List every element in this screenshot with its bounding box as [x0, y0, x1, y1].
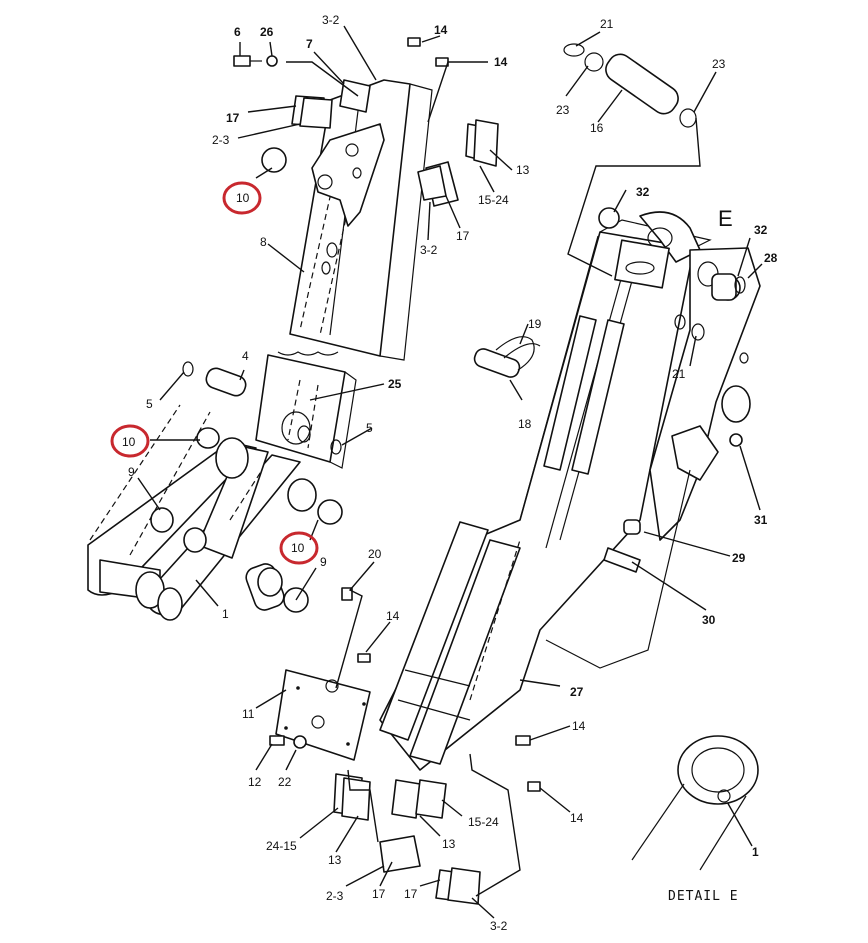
label-29: 29: [732, 551, 746, 565]
label-14-c: 14: [386, 609, 400, 623]
shim-plates: [291, 79, 499, 905]
label-17-c: 17: [372, 887, 386, 901]
part-labels: 6 26 7 3-2 14 14 17 2-3 10 13 15-24 17 3…: [122, 13, 778, 933]
label-9-b: 9: [320, 555, 327, 569]
label-28: 28: [764, 251, 778, 265]
label-3-2-c: 3-2: [490, 919, 508, 933]
label-15-24-a: 15-24: [478, 193, 509, 207]
detail-e-caption: DETAIL E: [668, 889, 739, 904]
label-16: 16: [590, 121, 604, 135]
label-7: 7: [306, 37, 313, 51]
label-17-a: 17: [226, 111, 240, 125]
label-20: 20: [368, 547, 382, 561]
lower-fork-assembly: [87, 147, 343, 621]
label-14-d: 14: [572, 719, 586, 733]
label-26: 26: [260, 25, 274, 39]
label-17-b: 17: [456, 229, 470, 243]
label-6: 6: [234, 25, 241, 39]
label-12: 12: [248, 775, 262, 789]
label-13-a: 13: [516, 163, 530, 177]
label-30: 30: [702, 613, 716, 627]
pin-18-clip-19: [473, 336, 541, 378]
highlight-circle-10-b: [110, 424, 150, 458]
label-14-e: 14: [570, 811, 584, 825]
label-21-b: 21: [672, 367, 686, 381]
lower-arm-part-25: [255, 351, 357, 469]
label-24-15: 24-15: [266, 839, 297, 853]
label-10-c: 10: [291, 541, 305, 555]
label-E: E: [718, 206, 733, 231]
label-13-c: 13: [328, 853, 342, 867]
highlight-circle-10-c: [279, 531, 319, 565]
label-17-d: 17: [404, 887, 418, 901]
detail-e-inset: [631, 735, 759, 871]
label-23-b: 23: [556, 103, 570, 117]
leader-lines: [137, 25, 763, 919]
label-1-b: 1: [752, 845, 759, 859]
label-19: 19: [528, 317, 542, 331]
label-8: 8: [260, 235, 267, 249]
label-9-a: 9: [128, 465, 135, 479]
label-2-3-b: 2-3: [326, 889, 344, 903]
label-10-a: 10: [236, 191, 250, 205]
label-3-2-b: 3-2: [420, 243, 438, 257]
pin-assembly-16: [563, 43, 697, 128]
label-27: 27: [570, 685, 584, 699]
label-32-a: 32: [636, 185, 650, 199]
label-3-2-top: 3-2: [322, 13, 340, 27]
cover-plate-11: [275, 669, 371, 761]
highlight-circles: [110, 181, 319, 565]
label-2-3-a: 2-3: [212, 133, 230, 147]
label-25: 25: [388, 377, 402, 391]
label-15-24-b: 15-24: [468, 815, 499, 829]
label-31: 31: [754, 513, 768, 527]
label-5-a: 5: [146, 397, 153, 411]
label-32-b: 32: [754, 223, 768, 237]
label-4: 4: [242, 349, 249, 363]
label-23-a: 23: [712, 57, 726, 71]
label-18: 18: [518, 417, 532, 431]
boom-bushings: [598, 207, 749, 573]
label-1-a: 1: [222, 607, 229, 621]
boom-part-27: [379, 211, 761, 771]
label-10-b: 10: [122, 435, 136, 449]
label-22: 22: [278, 775, 292, 789]
highlight-circle-10-a: [222, 181, 262, 215]
label-5-b: 5: [366, 421, 373, 435]
label-13-b: 13: [442, 837, 456, 851]
upper-arm-part-8: [289, 79, 433, 361]
label-14-a: 14: [434, 23, 448, 37]
label-21-a: 21: [600, 17, 614, 31]
label-11: 11: [242, 707, 255, 721]
bolts: [233, 37, 541, 792]
label-14-b: 14: [494, 55, 508, 69]
